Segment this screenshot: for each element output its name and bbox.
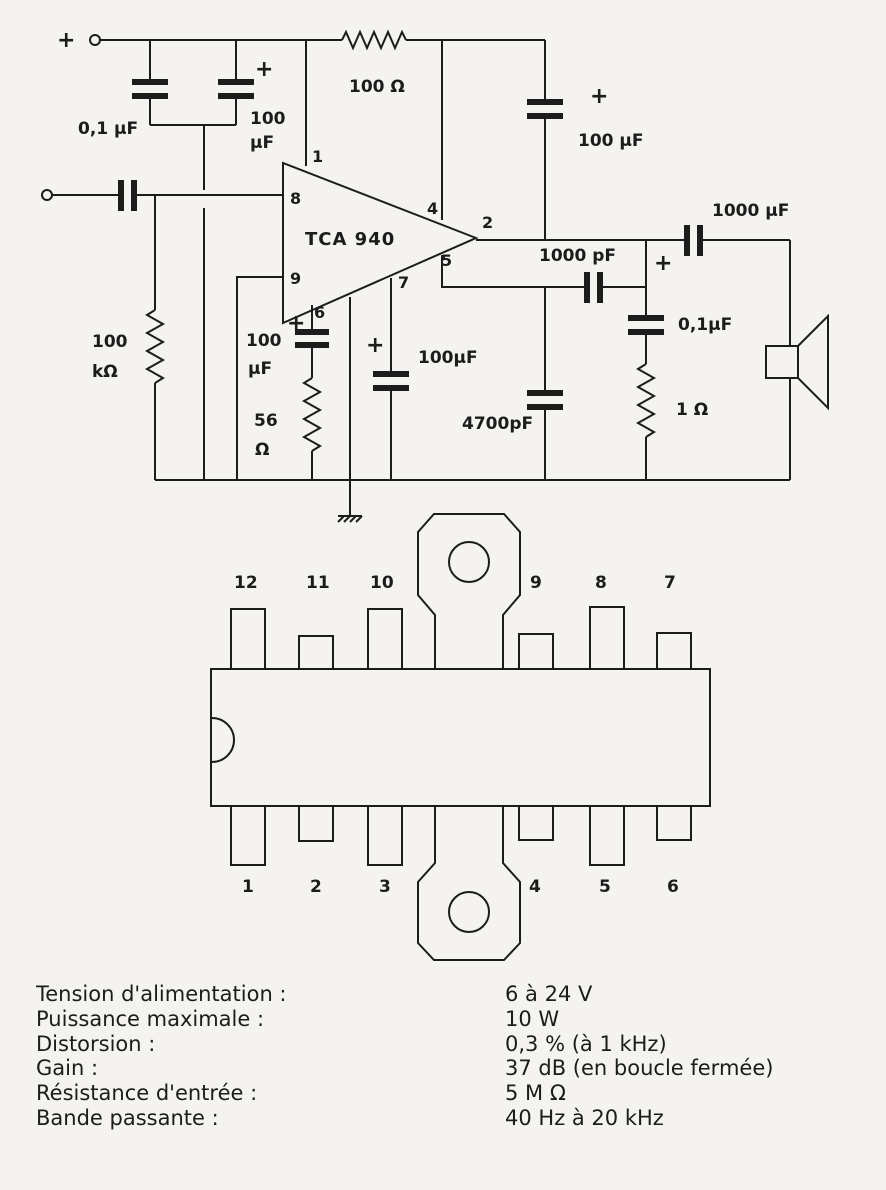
package-pin-label: 4 — [529, 877, 541, 897]
resistor-100k — [144, 309, 166, 384]
ground-symbol — [337, 297, 363, 523]
package-pin-label: 3 — [379, 877, 391, 897]
cap-plus-sign: + — [654, 251, 672, 276]
supply-terminal — [89, 34, 101, 46]
resistor-56-label-a: 56 — [254, 411, 278, 431]
output-stage: 1000 µF + 1000 pF 4700pF 0,1µF 1 Ω — [441, 201, 829, 480]
package-top-pin-labels: 12 11 10 9 8 7 — [234, 573, 676, 593]
input-terminal — [41, 189, 53, 201]
ic-name: TCA 940 — [305, 229, 395, 250]
cap-100uf-supply: + 100 µF — [527, 40, 644, 240]
pin-label: 6 — [314, 303, 325, 322]
spec-label: Résistance d'entrée : — [36, 1081, 258, 1106]
pin-label: 4 — [427, 199, 438, 218]
spec-row: Résistance d'entrée : 5 M Ω — [36, 1081, 856, 1106]
package-pin-label: 5 — [599, 877, 611, 897]
cap-100uf-label-b: µF — [250, 133, 274, 153]
cap-100uf-p7-label: 100µF — [418, 348, 478, 368]
cap-100uf-supply-label: 100 µF — [578, 131, 644, 151]
package-pin-label: 8 — [595, 573, 607, 593]
pin-label: 5 — [441, 251, 452, 270]
package-pin-label: 11 — [306, 573, 330, 593]
resistor-1-ohm — [635, 363, 657, 438]
package-pin-label: 1 — [242, 877, 254, 897]
spec-label: Tension d'alimentation : — [36, 982, 287, 1006]
cap-100uf-p6-label-a: 100 — [246, 331, 282, 351]
cap-plus-sign: + — [590, 84, 608, 109]
input-stage: 100 kΩ — [41, 180, 283, 480]
package-pin-label: 7 — [664, 573, 676, 593]
cap-100uf-p7: + 100µF — [366, 278, 478, 480]
cap-plus-sign: + — [255, 57, 273, 82]
package-pin-label: 9 — [530, 573, 542, 593]
decoupling-caps: + 0,1 µF 100 µF — [78, 40, 286, 480]
cap-01uf-label: 0,1 µF — [78, 119, 138, 139]
spec-value: 10 W — [505, 1006, 560, 1031]
package-pin-label: 6 — [667, 877, 679, 897]
pin-label: 7 — [398, 273, 409, 292]
spec-row: Bande passante : 40 Hz à 20 kHz — [36, 1106, 856, 1131]
speaker-icon — [765, 313, 829, 411]
ic-package — [210, 513, 711, 961]
amplifier-ic: TCA 940 1 8 9 4 2 5 6 7 — [282, 147, 493, 325]
pin-label: 2 — [482, 213, 493, 232]
cap-01uf-right-label: 0,1µF — [678, 315, 732, 335]
package-pin-label: 10 — [370, 573, 394, 593]
circuit-diagram: + + 0,1 µF 100 µF 100 Ω + 100 µF — [41, 28, 829, 961]
cap-1000uf-label: 1000 µF — [712, 201, 789, 221]
package-bottom-pin-labels: 1 2 3 4 5 6 — [242, 877, 679, 897]
resistor-1-label: 1 Ω — [676, 400, 708, 420]
pin-label: 1 — [312, 147, 323, 166]
spec-label: Distorsion : — [36, 1031, 156, 1056]
cap-100uf-p6-label-b: µF — [248, 359, 272, 379]
resistor-100k-label-b: kΩ — [92, 362, 118, 382]
cap-4700pf-label: 4700pF — [462, 414, 533, 434]
spec-row: Puissance maximale : 10 W — [36, 1007, 856, 1032]
resistor-100-ohm — [341, 29, 407, 51]
spec-label: Gain : — [36, 1056, 99, 1081]
resistor-56-ohm — [301, 377, 323, 452]
pin6-network: + 100 µF 56 Ω — [246, 305, 329, 480]
resistor-100k-label-a: 100 — [92, 332, 128, 352]
package-pin-label: 12 — [234, 573, 258, 593]
supply-plus-label: + — [57, 28, 75, 53]
spec-value: 40 Hz à 20 kHz — [505, 1105, 664, 1130]
spec-value: 6 à 24 V — [505, 982, 593, 1006]
cap-100uf-label-a: 100 — [250, 109, 286, 129]
cap-plus-sign: + — [287, 311, 305, 336]
spec-row: Gain : 37 dB (en boucle fermée) — [36, 1056, 856, 1081]
package-pin-label: 2 — [310, 877, 322, 897]
supply-rail: + — [57, 28, 545, 53]
pin-label: 9 — [290, 269, 301, 288]
cap-plus-sign: + — [366, 333, 384, 358]
pin-label: 8 — [290, 189, 301, 208]
spec-row: Tension d'alimentation : 6 à 24 V — [36, 982, 856, 1007]
resistor-56-label-b: Ω — [255, 440, 269, 460]
resistor-100-label: 100 Ω — [349, 77, 405, 97]
specifications-table: Tension d'alimentation : 6 à 24 V Puissa… — [36, 982, 856, 1131]
spec-label: Puissance maximale : — [36, 1006, 265, 1031]
spec-value: 5 M Ω — [505, 1081, 566, 1106]
cap-1000pf-label: 1000 pF — [539, 246, 616, 266]
spec-label: Bande passante : — [36, 1105, 219, 1130]
spec-value: 0,3 % (à 1 kHz) — [505, 1031, 667, 1056]
spec-row: Distorsion : 0,3 % (à 1 kHz) — [36, 1032, 856, 1057]
spec-value: 37 dB (en boucle fermée) — [505, 1056, 774, 1081]
